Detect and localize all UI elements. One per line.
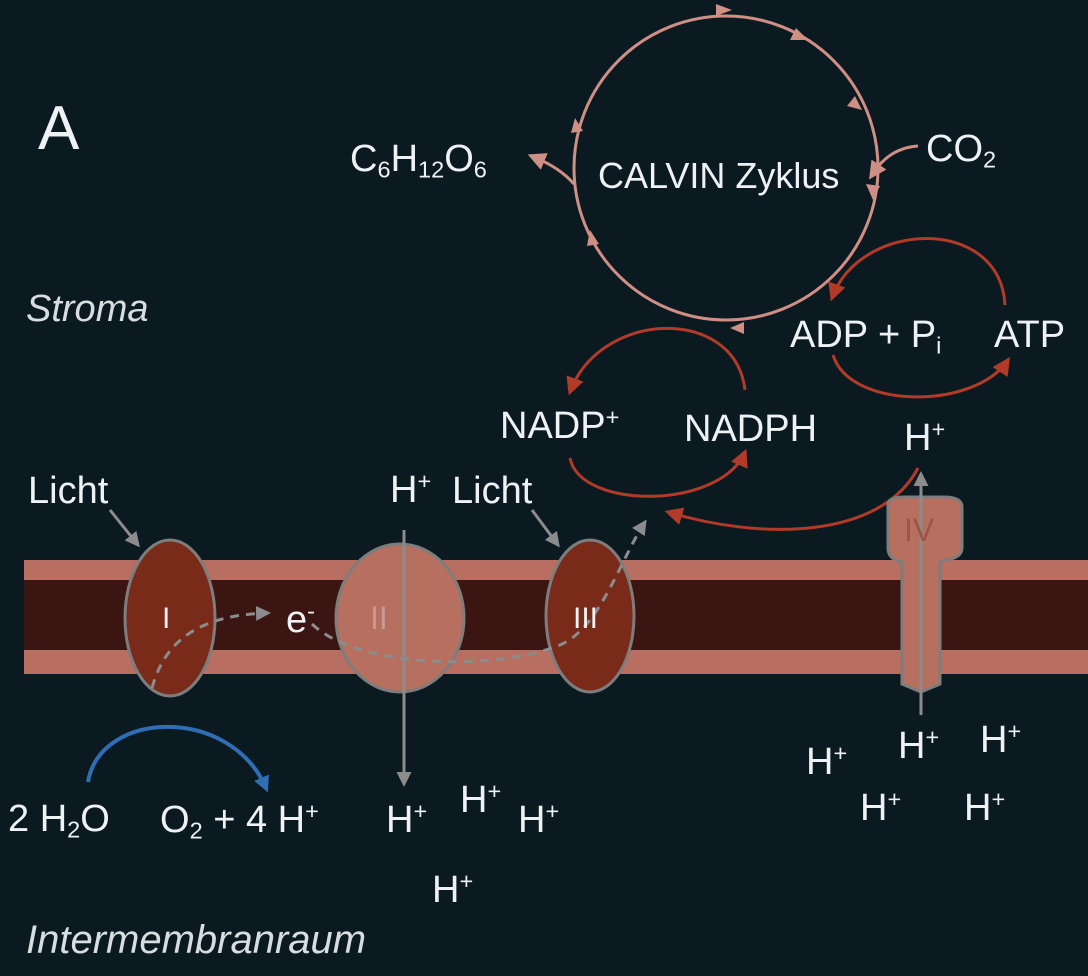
glucose-output-arrow (527, 153, 576, 185)
adp-pi-label: ADP + Pi (790, 314, 942, 359)
proton-label: H+ (390, 468, 432, 511)
intermembrane-label: Intermembranraum (26, 918, 367, 962)
proton-label: H+ (460, 778, 502, 821)
electron-path (150, 519, 647, 689)
calvin-cycle-arrowheads (571, 4, 880, 334)
proton-label: H+ (980, 718, 1022, 761)
co2-input-arrow (869, 144, 919, 180)
electron-label: e- (286, 598, 315, 641)
oxygen-protons-label: O2 + 4 H+ (160, 798, 319, 844)
proton-label: H+ (806, 740, 848, 783)
stroma-label: Stroma (26, 288, 149, 330)
complex-ii-label: II (370, 600, 388, 636)
complex-iii (544, 538, 636, 694)
atp-cycle (828, 237, 1010, 399)
proton-label: H+ (386, 798, 428, 841)
light-arrow-2 (530, 509, 560, 548)
complex-ii (334, 542, 466, 694)
glucose-label: C6H12O6 (350, 138, 487, 183)
complex-iv (886, 495, 964, 694)
proton-label: H+ (898, 724, 940, 767)
complex-i-label: I (162, 602, 171, 635)
calvin-cycle-label: CALVIN Zyklus (598, 155, 840, 196)
complex-i (123, 538, 217, 698)
proton-label: H+ (518, 798, 560, 841)
proton-label: H+ (860, 786, 902, 829)
water-split-arrow (86, 724, 269, 793)
proton-label: H+ (904, 416, 946, 459)
nadp-label: NADP+ (500, 404, 620, 447)
light-label-2: Licht (452, 470, 533, 512)
proton-label: H+ (432, 868, 474, 911)
complex-iv-label: IV (904, 512, 935, 548)
water-label: 2 H2O (8, 798, 110, 843)
panel-label: A (38, 94, 80, 163)
light-label-1: Licht (28, 470, 109, 512)
nadph-cycle (566, 326, 748, 498)
calvin-cycle (527, 4, 919, 334)
atp-label: ATP (994, 314, 1066, 356)
complex-iii-label: III (573, 602, 599, 635)
light-arrow-1 (108, 509, 140, 548)
proton-label: H+ (964, 786, 1006, 829)
co2-label: CO2 (926, 128, 997, 173)
proton-return-arrow (664, 467, 920, 531)
nadph-label: NADPH (684, 408, 818, 450)
